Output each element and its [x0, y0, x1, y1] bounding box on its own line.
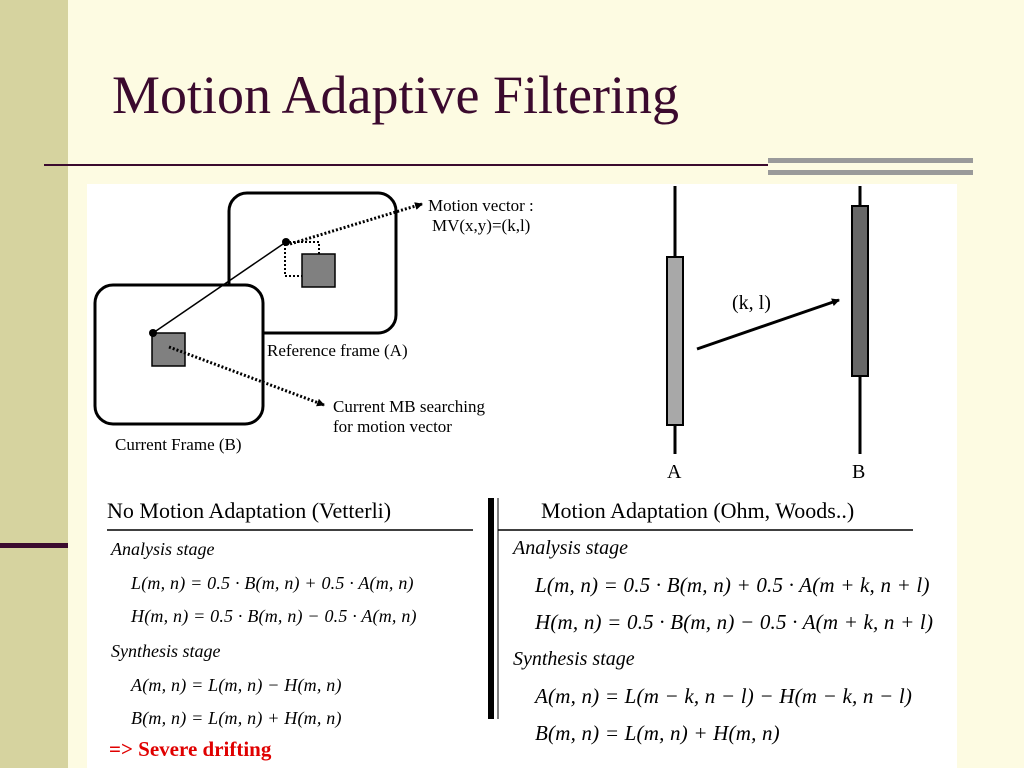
left-equation-L: L(m, n) = 0.5 · B(m, n) + 0.5 · A(m, n)	[131, 573, 414, 593]
left-analysis-stage-label: Analysis stage	[111, 539, 215, 559]
right-synthesis-stage-label: Synthesis stage	[513, 648, 635, 670]
left-equation-B: B(m, n) = L(m, n) + H(m, n)	[131, 708, 342, 728]
reference-block	[301, 253, 336, 288]
block-correspondence-line	[152, 241, 287, 334]
title-accent-bar-lower	[768, 170, 973, 175]
motion-vector-line2: MV(x,y)=(k,l)	[432, 216, 531, 235]
title-underline	[44, 164, 768, 166]
right-equation-B: B(m, n) = L(m, n) + H(m, n)	[535, 721, 780, 745]
right-equation-H: H(m, n) = 0.5 · B(m, n) − 0.5 · A(m + k,…	[535, 610, 934, 634]
left-column-heading: No Motion Adaptation (Vetterli)	[107, 498, 392, 523]
title-accent-bar-upper	[768, 158, 973, 163]
current-mb-line2: for motion vector	[333, 417, 452, 436]
current-mb-line1: Current MB searching	[333, 397, 486, 416]
current-frame-label: Current Frame (B)	[115, 435, 242, 454]
left-equation-H: H(m, n) = 0.5 · B(m, n) − 0.5 · A(m, n)	[131, 606, 417, 626]
sidebar-band	[0, 0, 68, 768]
current-mb-label: Current MB searching for motion vector	[333, 397, 485, 437]
reference-frame-label: Reference frame (A)	[267, 341, 408, 360]
left-synthesis-stage-label: Synthesis stage	[111, 641, 221, 661]
figure-graphics	[93, 186, 913, 719]
current-block-corner-dot	[149, 329, 157, 337]
bar-a-label: A	[667, 461, 682, 483]
figure-panel: Motion vector : MV(x,y)=(k,l) Reference …	[87, 184, 957, 768]
motion-vector-label: Motion vector : MV(x,y)=(k,l)	[428, 196, 534, 236]
bar-b	[851, 205, 869, 377]
severe-drifting-note: => Severe drifting	[109, 737, 272, 761]
right-equation-L: L(m, n) = 0.5 · B(m, n) + 0.5 · A(m + k,…	[535, 573, 930, 597]
bar-b-label: B	[852, 461, 866, 483]
motion-vector-line1: Motion vector :	[428, 196, 534, 215]
right-column-heading: Motion Adaptation (Ohm, Woods..)	[541, 498, 855, 523]
motion-vector-arrow	[289, 202, 423, 246]
sidebar-accent-line	[0, 543, 68, 548]
left-equation-A: A(m, n) = L(m, n) − H(m, n)	[131, 675, 342, 695]
slide-title: Motion Adaptive Filtering	[112, 65, 679, 125]
bar-a	[666, 256, 684, 426]
kl-vector-label: (k, l)	[732, 292, 771, 314]
right-equation-A: A(m, n) = L(m − k, n − l) − H(m − k, n −…	[535, 684, 913, 708]
reference-block-corner-dot	[282, 238, 290, 246]
right-analysis-stage-label: Analysis stage	[513, 537, 628, 559]
kl-vector-arrow	[696, 298, 840, 351]
current-block	[151, 332, 186, 367]
current-mb-arrow	[168, 345, 325, 407]
